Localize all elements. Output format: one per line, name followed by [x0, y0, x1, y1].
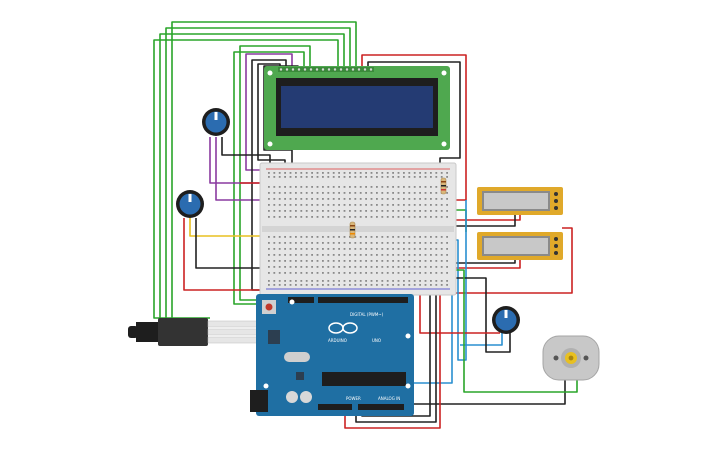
- sensor-module-icon[interactable]: [477, 232, 563, 260]
- potentiometer-icon[interactable]: [202, 108, 230, 136]
- sensor-module-icon[interactable]: [477, 187, 563, 215]
- wire-red: [344, 270, 441, 429]
- wire-green: [239, 45, 311, 301]
- wire-black: [440, 213, 516, 227]
- board-brand: ARDUINO: [328, 338, 347, 343]
- resistor-icon[interactable]: [440, 177, 447, 195]
- breadboard-holes: [268, 172, 448, 286]
- digital-label: DIGITAL (PWM~): [350, 312, 384, 317]
- wire-purple: [245, 53, 293, 171]
- wire-red: [183, 218, 262, 291]
- arduino-logo-icon: [328, 322, 358, 334]
- wire-red: [361, 54, 467, 201]
- board-model: UNO: [372, 338, 381, 343]
- lcd-pin-header: [278, 67, 374, 72]
- potentiometer-icon[interactable]: [176, 190, 204, 218]
- wire-red: [419, 280, 500, 334]
- wire-purple: [215, 137, 268, 201]
- microcontroller-icon[interactable]: ARDUINO DIGITAL (PWM~) POWER ANALOG IN U…: [250, 294, 414, 416]
- wire-black: [485, 320, 511, 353]
- resistor-icon[interactable]: [349, 221, 356, 239]
- wire-yellow: [189, 218, 270, 237]
- motor-icon[interactable]: [542, 335, 600, 381]
- analog-label: ANALOG IN: [378, 396, 400, 401]
- lcd-display-icon[interactable]: [264, 66, 450, 150]
- wire-black: [257, 63, 286, 172]
- wire-black: [195, 218, 268, 269]
- power-label: POWER: [346, 396, 361, 401]
- wire-green: [233, 51, 305, 305]
- wire-blue: [460, 330, 503, 346]
- breadboard-icon[interactable]: [259, 162, 457, 296]
- wire-black: [367, 61, 461, 170]
- audio-jack-icon[interactable]: [128, 318, 279, 346]
- potentiometer-icon[interactable]: [492, 306, 520, 334]
